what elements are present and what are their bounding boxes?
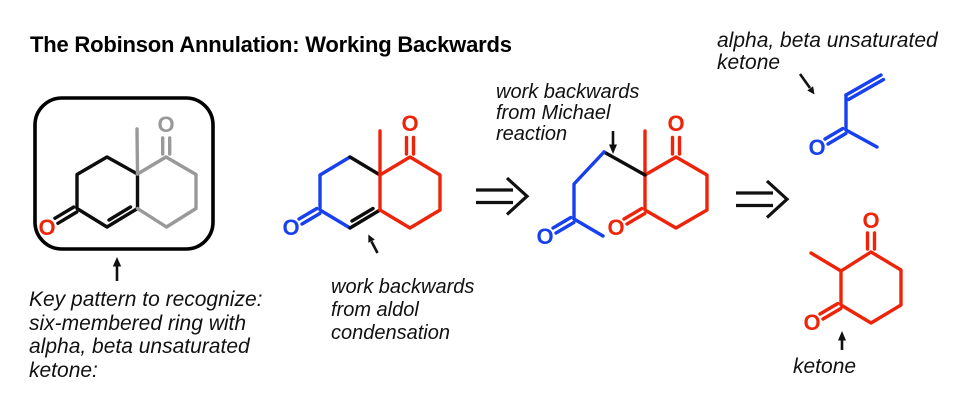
annotation-line: alpha, beta unsaturated bbox=[29, 335, 250, 358]
dione-methyl bbox=[809, 251, 843, 273]
key-pattern-pointer-arrow bbox=[112, 257, 122, 281]
mol1-left-ketone-double-bond bbox=[53, 205, 79, 225]
key-pattern-box bbox=[33, 96, 215, 251]
dione-left-ketone-double-bond bbox=[818, 301, 843, 321]
mol2-left-ketone-double-bond bbox=[297, 206, 322, 226]
arrow-head bbox=[838, 331, 846, 341]
mol2-michael-bond bbox=[348, 155, 382, 177]
mol2-right-ring bbox=[378, 155, 442, 230]
dione-pointer-arrow bbox=[838, 331, 846, 350]
annotation-key-pattern: Key pattern to recognize: six-membered r… bbox=[29, 288, 262, 382]
mol3-left-ketone-double-bond bbox=[622, 206, 647, 226]
retro-arrow-lines bbox=[476, 188, 513, 205]
annotation-line: Key pattern to recognize: bbox=[29, 288, 263, 311]
retro-arrow-lines bbox=[736, 191, 773, 208]
mol3-chain-ketone-double-bond bbox=[551, 215, 576, 235]
molecule-triketone: O O O bbox=[536, 111, 709, 249]
retro-arrow-1 bbox=[476, 176, 530, 216]
annotation-line: condensation bbox=[331, 322, 450, 344]
aldol-pointer-arrow bbox=[368, 234, 379, 254]
annotation-line: six-membered ring with bbox=[29, 311, 247, 335]
oxygen-label: O bbox=[282, 215, 299, 240]
molecule-dione: O O bbox=[803, 208, 903, 335]
arrow-shaft bbox=[370, 240, 379, 254]
annotation-michael: work backwards from Michael reaction bbox=[496, 82, 639, 145]
arrow-head bbox=[807, 86, 815, 95]
michael-pointer-arrow bbox=[609, 131, 617, 154]
oxygen-label: O bbox=[808, 135, 825, 160]
arrow-shaft bbox=[798, 73, 812, 89]
annotation-dione-ketone: ketone bbox=[793, 355, 857, 378]
mol1-right-ketone-double-bond bbox=[161, 136, 172, 156]
mol3-top-ketone-double-bond bbox=[670, 135, 682, 156]
annotation-aldol: work backwards from aldol condensation bbox=[331, 276, 474, 345]
annotation-line: work backwards bbox=[496, 81, 640, 103]
mol1-angular-methyl bbox=[135, 127, 140, 176]
mol1-right-ring bbox=[135, 155, 198, 229]
mol2-right-ketone-double-bond bbox=[404, 135, 416, 156]
page-title: The Robinson Annulation: Working Backwar… bbox=[30, 32, 512, 57]
annotation-line: from aldol bbox=[331, 299, 419, 321]
annotation-line: work backwards bbox=[331, 276, 475, 298]
mol2-aldol-alkene bbox=[348, 206, 382, 230]
dione-ring bbox=[839, 250, 903, 325]
molecule-mvk: O bbox=[808, 73, 886, 160]
mvk-methyl bbox=[844, 128, 879, 149]
annotation-line: ketone bbox=[717, 51, 781, 74]
mol2-blue-fragment bbox=[318, 155, 352, 230]
annotation-line: reaction bbox=[496, 123, 568, 145]
arrow-head bbox=[112, 257, 122, 267]
molecule-boxed-enone: O O bbox=[38, 112, 198, 240]
annotation-line: from Michael bbox=[496, 102, 611, 124]
oxygen-label: O bbox=[667, 111, 684, 136]
oxygen-label: O bbox=[401, 111, 418, 136]
mol3-ring bbox=[643, 155, 709, 230]
annotation-enone: alpha, beta unsaturated ketone bbox=[717, 30, 938, 74]
enone-pointer-arrow bbox=[798, 73, 815, 95]
oxygen-label: O bbox=[862, 208, 879, 233]
mol3-chain-methyl bbox=[572, 217, 605, 238]
retro-arrow-chevron bbox=[505, 176, 530, 216]
dione-top-ketone-double-bond bbox=[865, 231, 877, 251]
arrow-head bbox=[368, 234, 375, 243]
oxygen-label: O bbox=[607, 215, 624, 240]
mol1-alkene-inner-line bbox=[107, 205, 133, 222]
oxygen-label: O bbox=[803, 310, 820, 335]
annotation-line: ketone: bbox=[29, 358, 98, 382]
annotation-line: alpha, beta unsaturated bbox=[717, 29, 938, 52]
mvk-ketone-double-bond bbox=[823, 126, 848, 146]
retro-arrow-2 bbox=[736, 179, 790, 219]
mvk-vinyl-double-bond bbox=[844, 73, 886, 102]
arrow-head bbox=[609, 144, 617, 154]
oxygen-label: O bbox=[38, 215, 55, 240]
mol3-michael-bond bbox=[602, 150, 647, 177]
molecule-enone-colored: O O bbox=[282, 111, 442, 240]
oxygen-label: O bbox=[157, 112, 174, 137]
retro-arrow-chevron bbox=[765, 179, 790, 219]
mol1-left-ring bbox=[75, 155, 140, 229]
oxygen-label: O bbox=[536, 224, 553, 249]
mol3-oxobutyl-chain bbox=[572, 150, 606, 221]
